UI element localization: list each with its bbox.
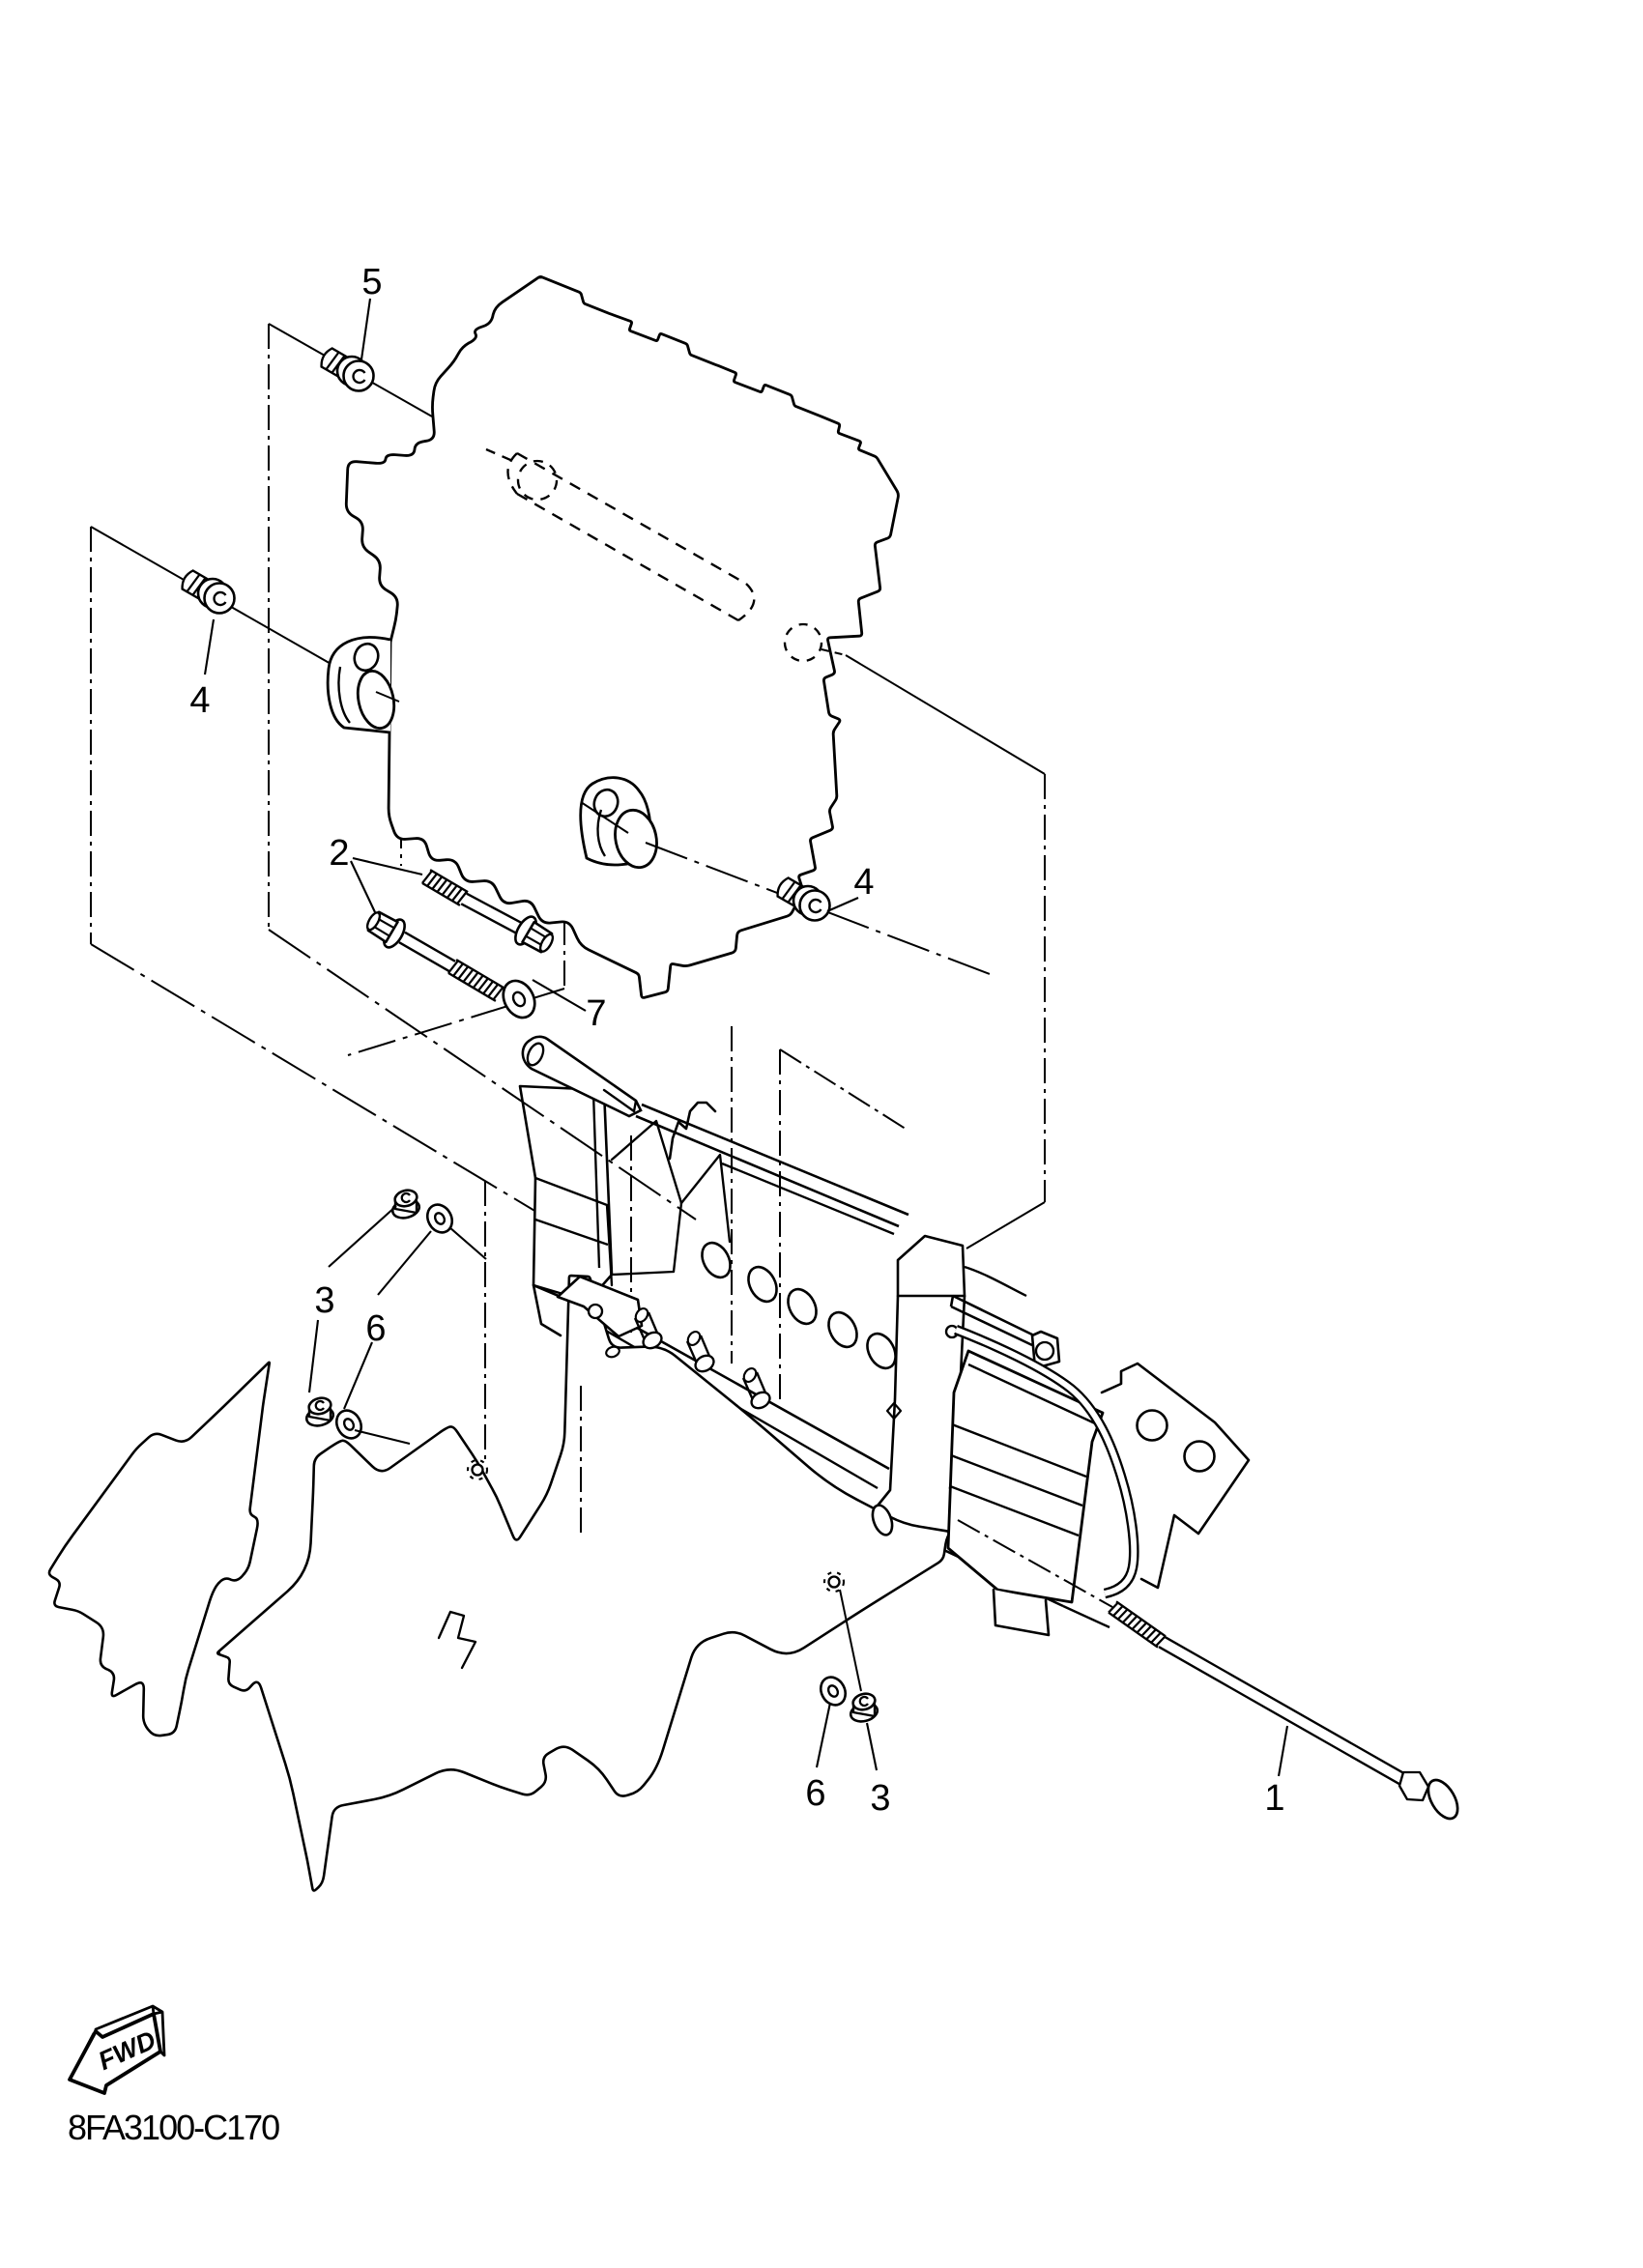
svg-text:6: 6 xyxy=(805,1773,825,1814)
svg-text:3: 3 xyxy=(314,1280,334,1321)
svg-text:5: 5 xyxy=(361,262,382,302)
svg-text:7: 7 xyxy=(586,993,606,1034)
svg-text:2: 2 xyxy=(329,833,349,874)
svg-text:6: 6 xyxy=(365,1308,386,1349)
svg-text:4: 4 xyxy=(853,862,874,903)
svg-text:8FA3100-C170: 8FA3100-C170 xyxy=(68,2108,279,2147)
svg-text:4: 4 xyxy=(189,680,210,721)
svg-text:3: 3 xyxy=(870,1778,890,1819)
svg-text:1: 1 xyxy=(1264,1778,1284,1819)
